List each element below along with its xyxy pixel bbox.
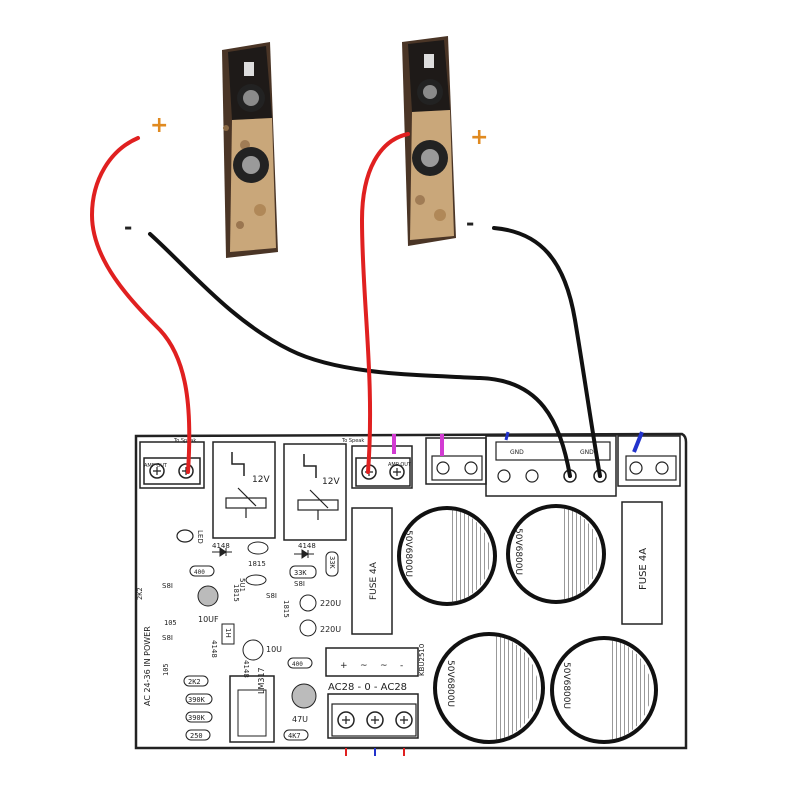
sui-label: 5U1	[238, 578, 246, 592]
r4k7-label: 4K7	[288, 732, 301, 740]
s8i-d-label: S8I	[294, 580, 305, 588]
cap-bl-label: 50V6800U	[445, 660, 455, 707]
right-negative-wire	[492, 226, 602, 478]
r400-a-label: 400	[194, 569, 205, 576]
gnd-right-label: GND	[580, 449, 594, 456]
cap220-b-label: 220U	[320, 625, 341, 634]
t1815-c-label: 1815	[282, 600, 290, 618]
r105-b-label: 105	[162, 663, 170, 676]
left-negative-wire	[148, 232, 572, 478]
left-output-terminal[interactable]: To Speak AMP OUT	[139, 438, 205, 489]
cap220-a-label: 220U	[320, 599, 341, 608]
lm317-label: LM317	[257, 667, 266, 694]
s8i-c-label: S8I	[266, 592, 277, 600]
left-terminal-tag: To Speak	[173, 438, 196, 444]
right-relay: 12V	[283, 443, 347, 541]
left-fuse: FUSE 4A	[351, 507, 393, 635]
r390k-b-label: 390K	[188, 714, 206, 722]
left-speaker-plus: +	[150, 113, 168, 138]
r390k-a-label: 390K	[188, 696, 206, 704]
blue-wire-b	[632, 431, 644, 453]
right-fuse-label: FUSE 4A	[638, 548, 649, 590]
bridge-label: KBU2510	[418, 644, 426, 676]
blue-wire-a	[504, 431, 510, 441]
right-speaker-minus: -	[466, 211, 474, 235]
bridge-rectifier: + ~ ~ - KBU2510	[325, 644, 426, 677]
left-speaker-minus: -	[124, 215, 132, 239]
r2k2-b-label: 2K2	[188, 678, 201, 686]
cap47u-label: 47U	[292, 715, 308, 724]
r105-a-label: 105	[164, 619, 177, 627]
right-relay-label: 12V	[322, 477, 340, 487]
r33k-a-label: 33K	[294, 569, 307, 577]
cap10uf-label: 10UF	[198, 615, 219, 624]
cap-tl-label: 50V6800U	[403, 530, 413, 577]
ind-label: 1H	[224, 628, 232, 638]
cap-tr-label: 50V6800U	[513, 528, 523, 575]
r400-b-label: 400	[292, 661, 303, 668]
capacitor-top-right: 50V6800U	[506, 504, 606, 604]
diode4-label: 4148	[242, 660, 250, 678]
small-components: LED 4148 4148 400 400 1815 1815 1815 33K…	[136, 529, 341, 741]
left-speaker	[222, 42, 278, 258]
bridge-pin-ac1: ~	[360, 661, 368, 671]
r250-label: 250	[190, 732, 203, 740]
power-label: AC 24-36 IN POWER	[143, 626, 152, 706]
left-positive-wire	[89, 136, 192, 474]
ac-label: AC28 - 0 - AC28	[328, 682, 407, 693]
led-label: LED	[196, 530, 204, 544]
r33k-b-label: 33K	[328, 556, 336, 569]
r2k2-a-label: 2K2	[136, 587, 144, 600]
bridge-pin-minus: -	[400, 661, 403, 671]
power-terminal-right[interactable]	[617, 435, 681, 487]
bridge-pin-plus: +	[340, 661, 348, 671]
diode2-label: 4148	[298, 542, 316, 550]
right-terminal-tag: To Speak	[341, 438, 364, 444]
lm317-regulator: LM317	[229, 667, 275, 743]
diode3-label: 4148	[210, 640, 218, 658]
right-speaker-plus: +	[470, 125, 488, 150]
cap-br-label: 50V6800U	[561, 662, 571, 709]
t1815-a-label: 1815	[248, 560, 266, 568]
cap10u-label: 10U	[266, 645, 282, 654]
bridge-pin-ac2: ~	[380, 661, 388, 671]
capacitor-bottom-right: 50V6800U	[550, 636, 658, 744]
left-fuse-label: FUSE 4A	[369, 561, 379, 600]
left-relay: 12V	[212, 441, 276, 539]
gnd-terminal-block[interactable]: GND GND	[485, 435, 617, 497]
diode1-label: 4148	[212, 542, 230, 550]
right-positive-wire	[359, 132, 410, 474]
left-terminal-label: AMP OUT	[144, 463, 168, 469]
t1815-b-label: 1815	[232, 584, 240, 602]
capacitor-bottom-left: 50V6800U	[433, 632, 545, 744]
ac-input-terminal[interactable]: AC28 - 0 - AC28	[327, 682, 419, 756]
right-fuse: FUSE 4A	[621, 501, 663, 625]
right-speaker	[402, 36, 456, 246]
s8i-a-label: S8I	[162, 582, 173, 590]
capacitor-top-left: 50V6800U	[397, 506, 497, 606]
left-relay-label: 12V	[252, 475, 270, 485]
gnd-left-label: GND	[510, 449, 524, 456]
s8i-b-label: S8I	[162, 634, 173, 642]
